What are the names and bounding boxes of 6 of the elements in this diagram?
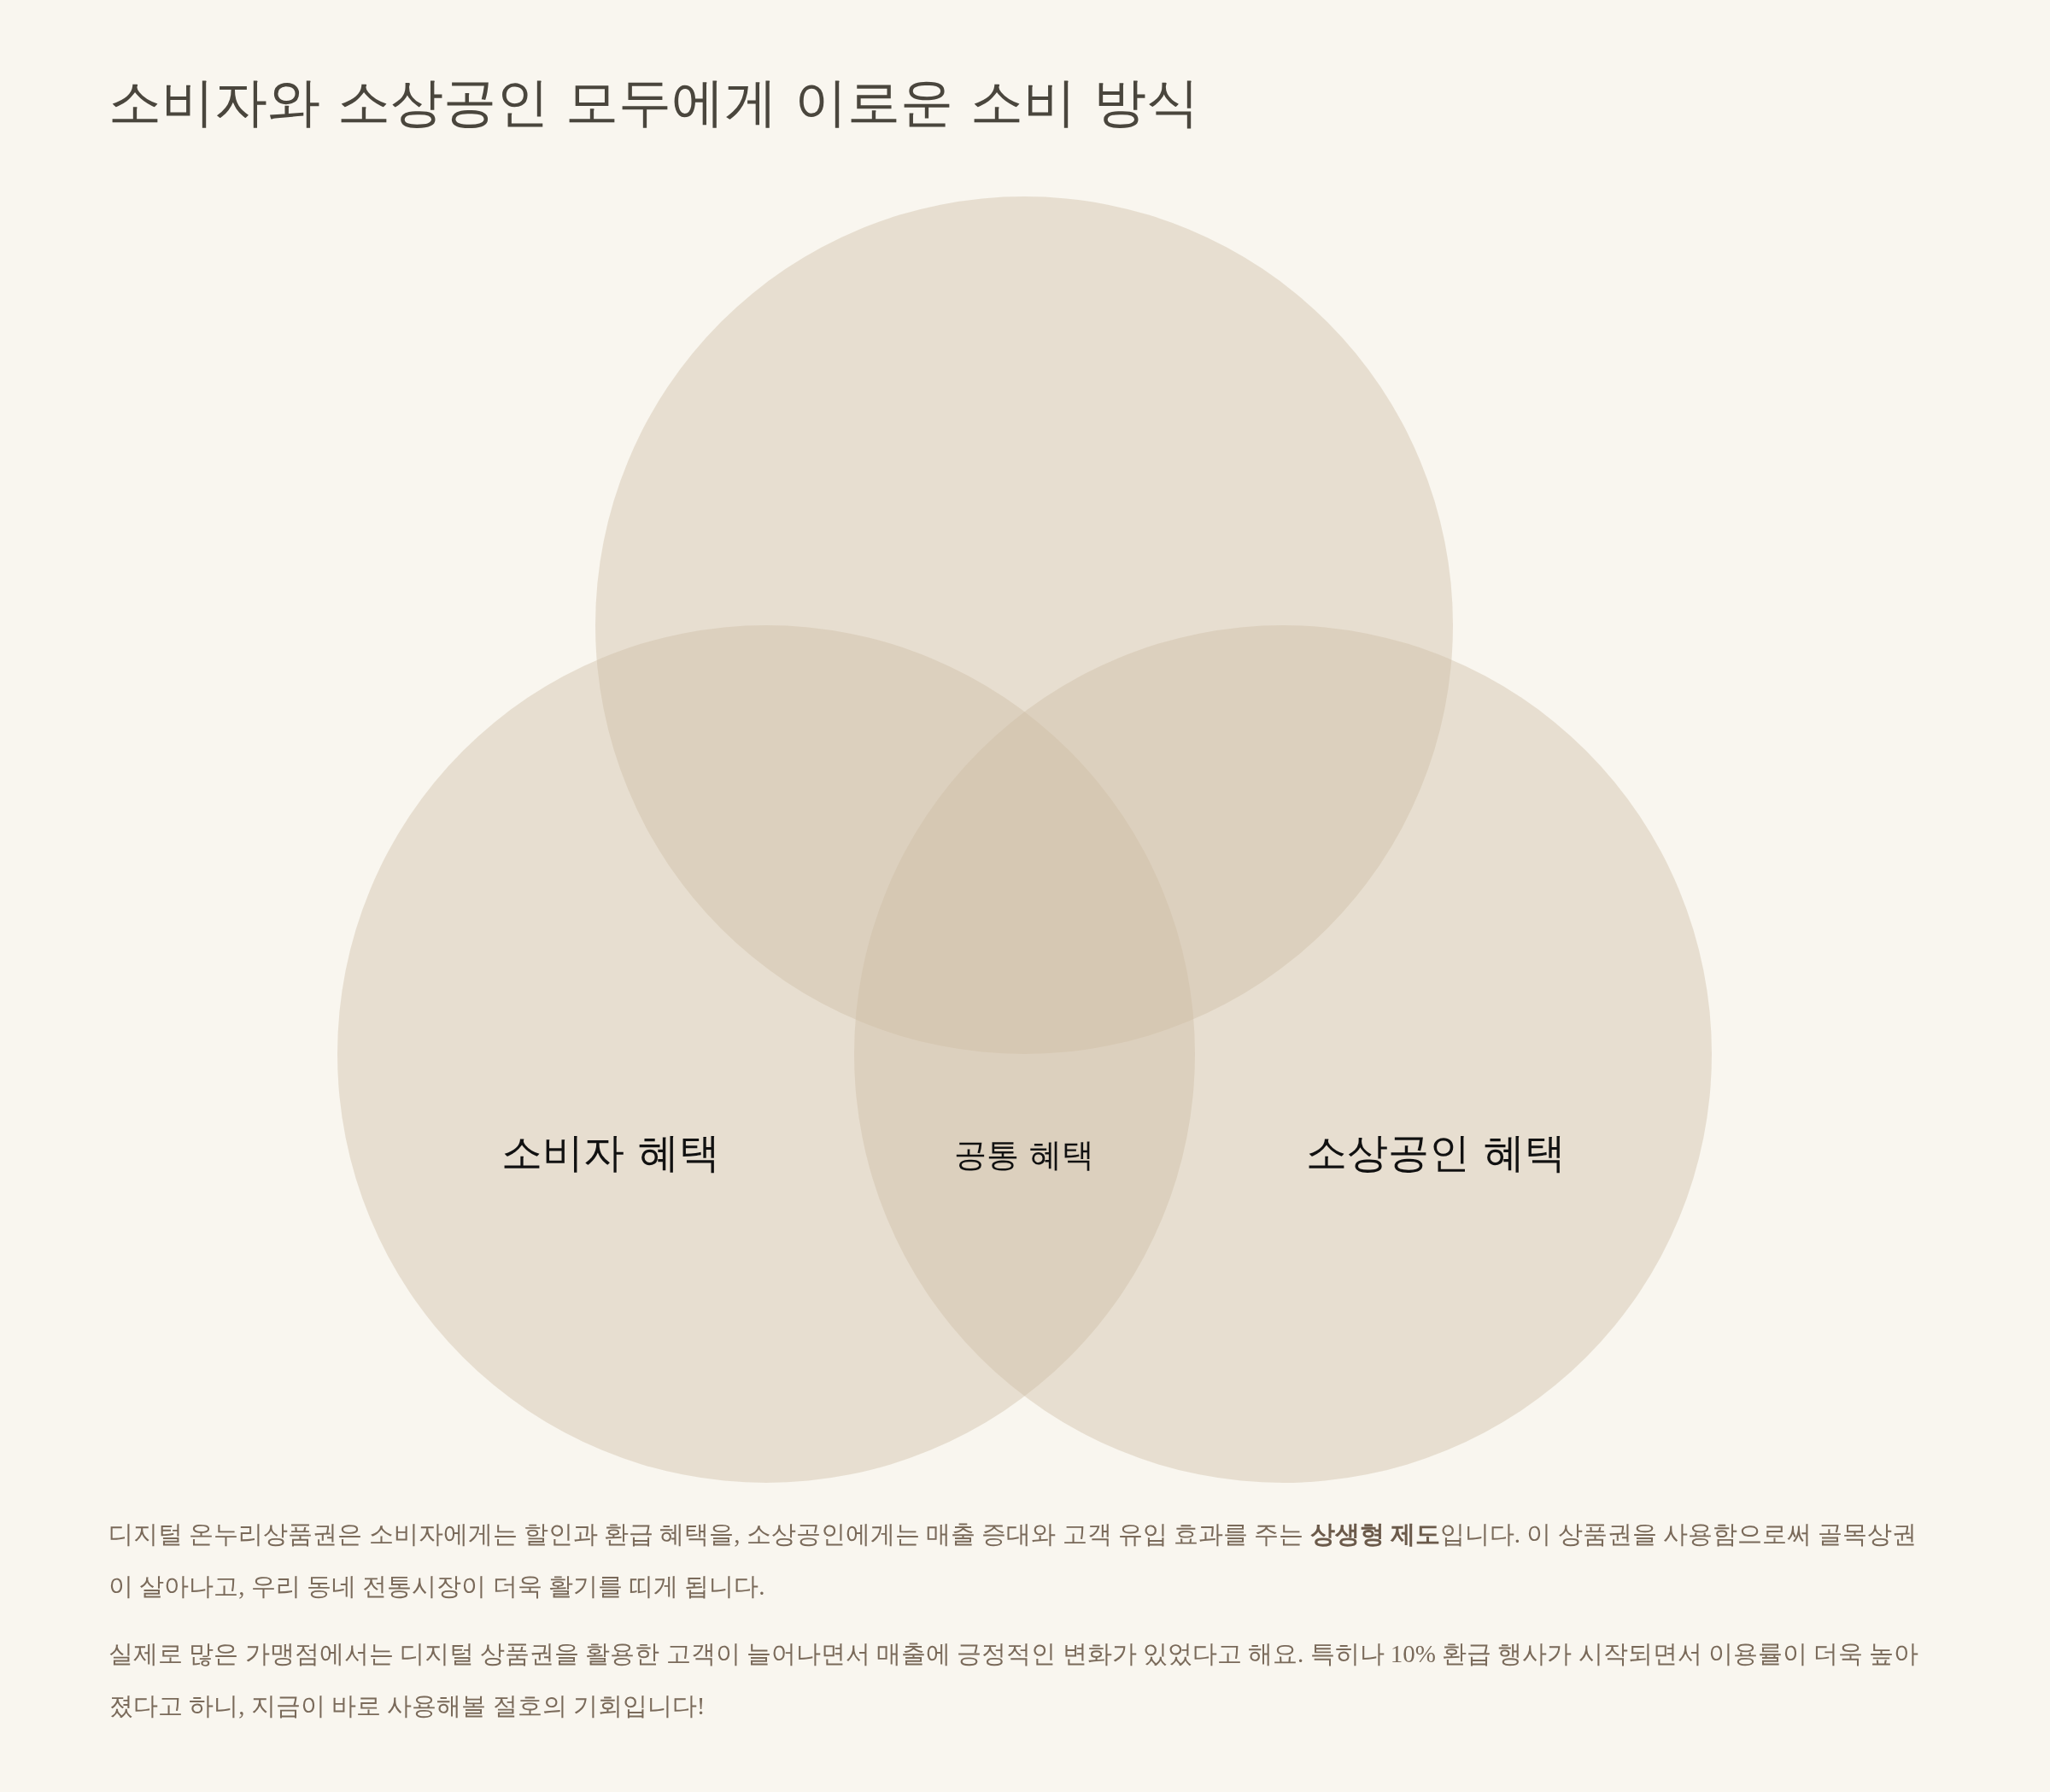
circle-label: 소상공인 혜택 (1306, 1127, 1566, 1178)
circle-label: 소비자 혜택 (501, 1127, 720, 1178)
overlap-label: 공통 혜택 (953, 1134, 1095, 1175)
title: 소비자와 소상공인 모두에게 이로운 소비 방식 (108, 70, 1199, 135)
paragraph: 디지털 온누리상품권은 소비자에게는 할인과 환급 혜택을, 소상공인에게는 매출 증대와 고객 유입 효과를 주는 상생형 제도입니다. 이 상품권을 사용함으로써 골목상권이 살아나고, 우리 동네 전통시장이 더욱 활기를 띠게 됩니다. (108, 1520, 1918, 1602)
paragraph: 실제로 많은 가맹점에서는 디지털 상품권을 활용한 고객이 늘어나면서 매출에 긍정적인 변화가 있었다고 해요. 특히나 10% 환급 행사가 시작되면서 이용률이 더욱 높아졌다고 하니, 지금이 바로 사용해볼 절호의 기회입니다! (108, 1639, 1920, 1721)
